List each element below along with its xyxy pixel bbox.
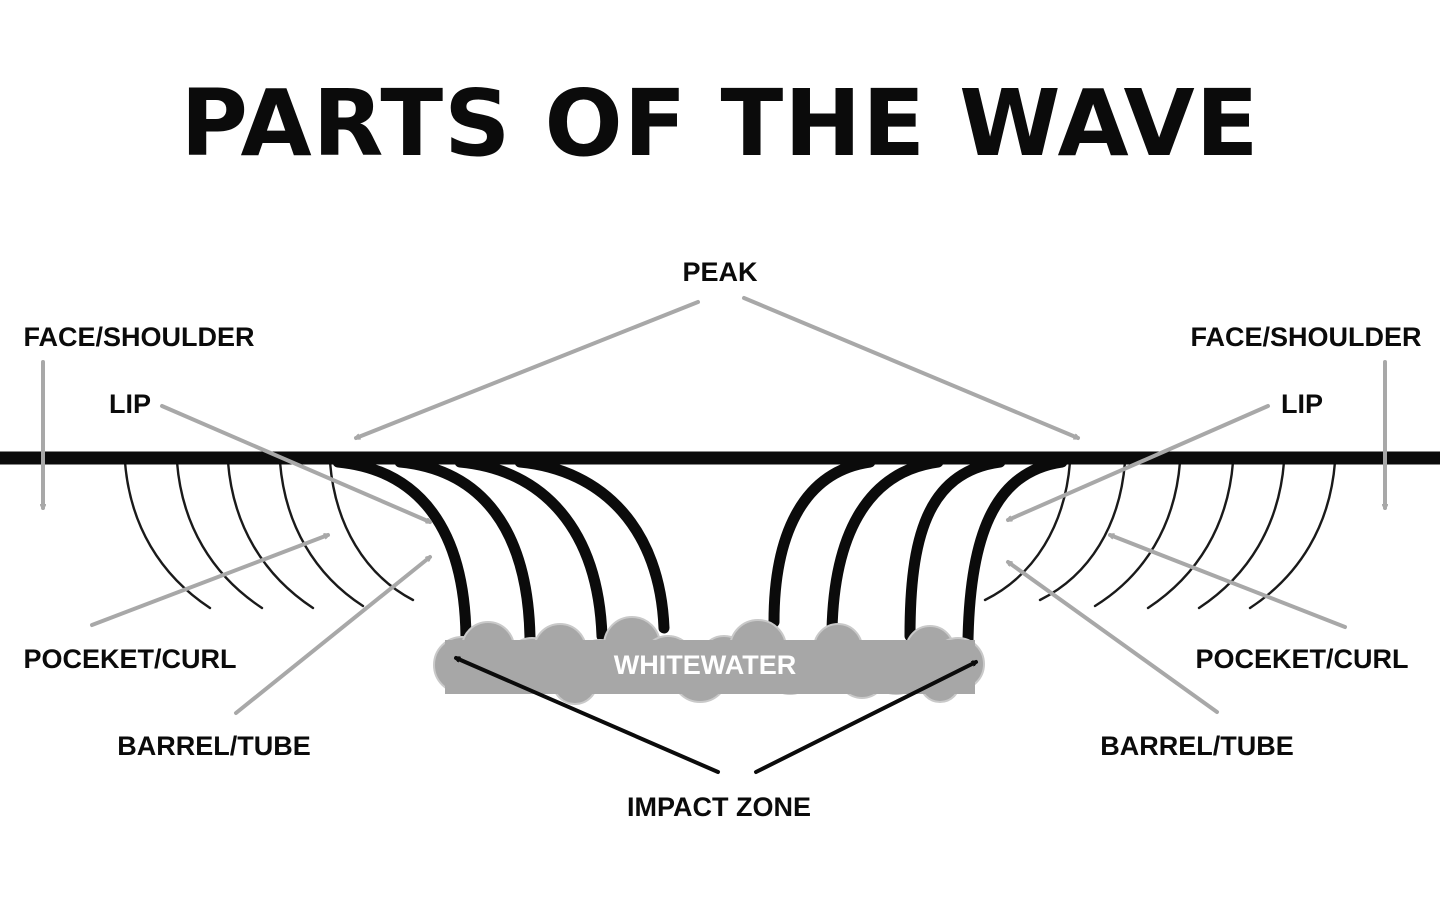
lip-arrow-right — [1008, 404, 1270, 522]
lip-arrow-left — [160, 404, 430, 524]
diagram-title: PARTS OF THE WAVE — [180, 70, 1260, 177]
label-impact-zone: IMPACT ZONE — [627, 792, 811, 822]
whitewater-cloud — [433, 616, 985, 705]
impact-arrow-right — [754, 660, 976, 774]
peak-arrow-left — [356, 300, 700, 440]
label-pocket-curl-left: POCEKET/CURL — [23, 644, 236, 674]
right-barrel-curves — [768, 456, 1068, 646]
label-peak: PEAK — [682, 257, 758, 287]
label-lip-right: LIP — [1281, 389, 1323, 419]
label-barrel-tube-left: BARREL/TUBE — [117, 731, 311, 761]
label-lip-left: LIP — [109, 389, 151, 419]
label-pocket-curl-right: POCEKET/CURL — [1195, 644, 1408, 674]
left-shoulder-curves — [123, 460, 415, 610]
barrel-tube-arrow-left — [234, 557, 430, 715]
label-face-shoulder-right: FACE/SHOULDER — [1190, 322, 1421, 352]
impact-arrow-left — [456, 656, 720, 774]
label-whitewater: WHITEWATER — [614, 650, 796, 680]
pocket-curl-arrow-left — [90, 533, 328, 627]
label-face-shoulder-left: FACE/SHOULDER — [23, 322, 254, 352]
pointer-arrows — [43, 296, 1385, 715]
impact-zone-arrows — [456, 656, 976, 774]
peak-arrow-right — [742, 296, 1078, 440]
pocket-curl-arrow-right — [1110, 533, 1347, 629]
left-barrel-curves — [332, 456, 670, 644]
label-barrel-tube-right: BARREL/TUBE — [1100, 731, 1294, 761]
right-shoulder-curves — [983, 460, 1337, 610]
barrel-tube-arrow-right — [1008, 560, 1219, 714]
